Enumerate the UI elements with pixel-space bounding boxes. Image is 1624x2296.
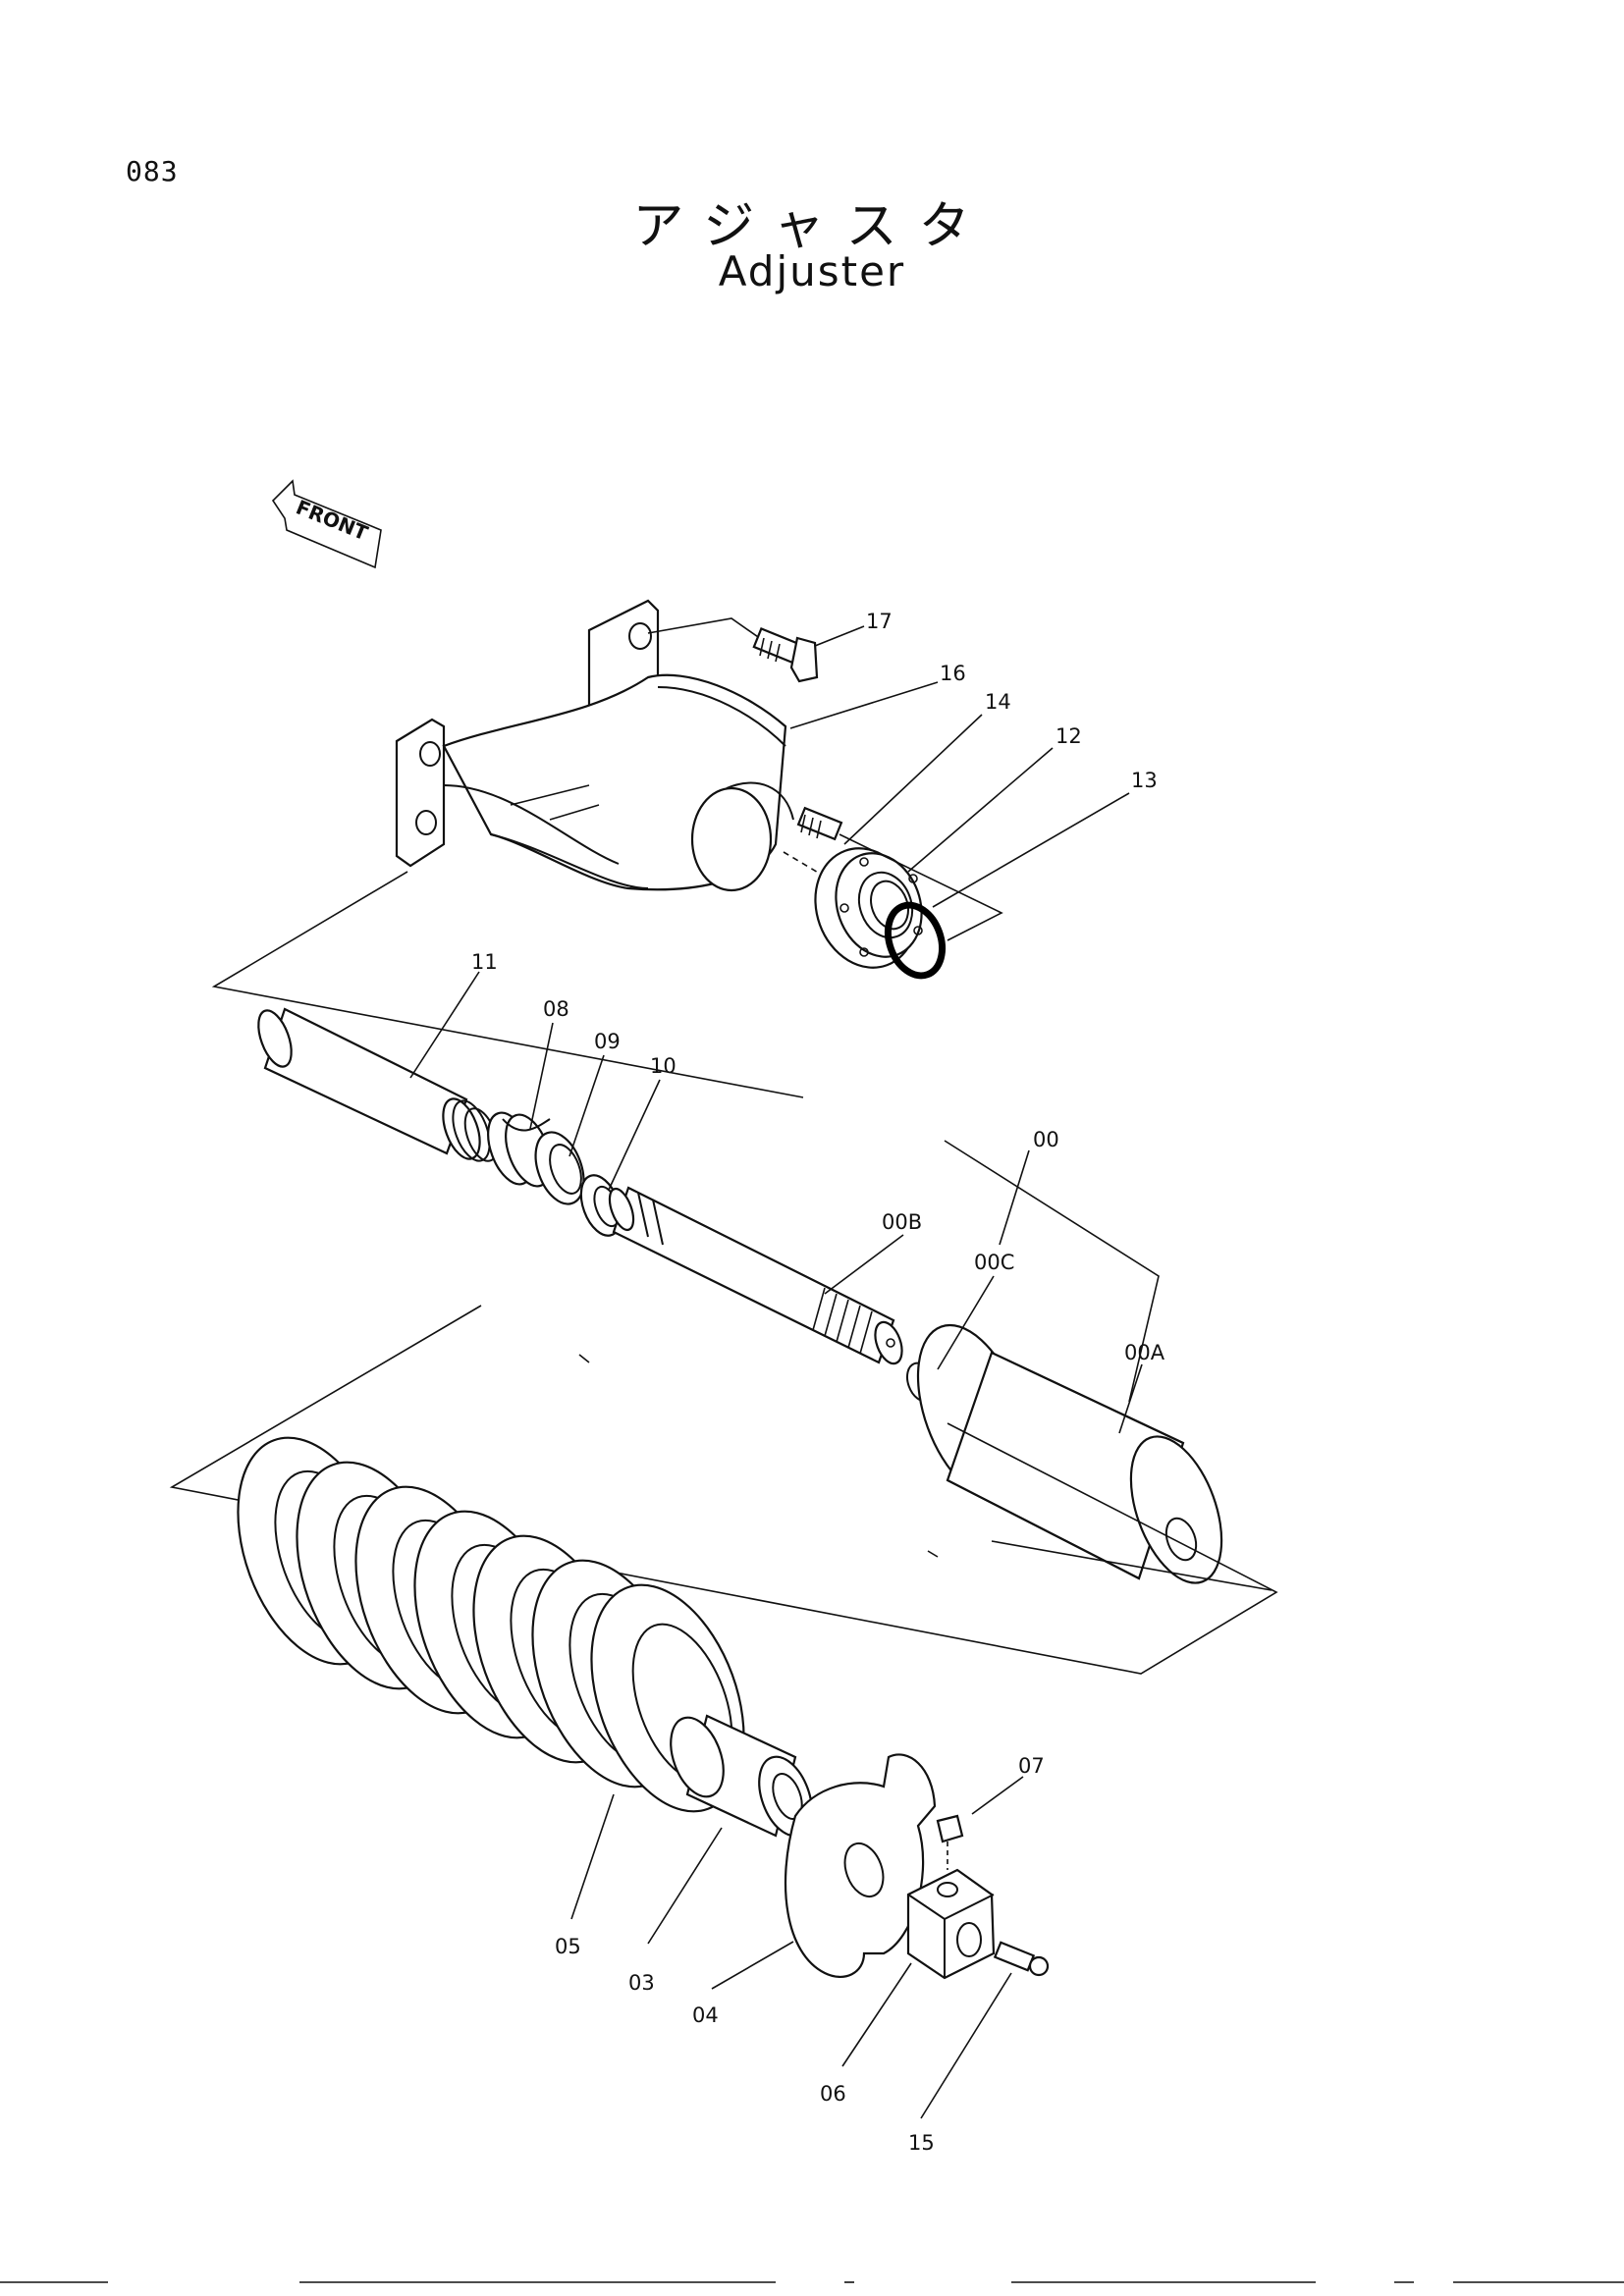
grease-fitting-part-15 <box>993 1941 1050 1977</box>
part-labels: 17 16 14 12 13 11 08 09 10 00 00B 00C 00… <box>471 610 1165 2155</box>
label-04: 04 <box>692 2003 719 2027</box>
leader-lines <box>409 625 1143 2119</box>
label-14: 14 <box>985 690 1011 714</box>
title-japanese: アジャスタ <box>632 197 992 256</box>
piston-part-00A <box>916 1323 1223 1584</box>
title-english: Adjuster <box>718 247 906 295</box>
label-00A: 00A <box>1124 1341 1165 1364</box>
label-07: 07 <box>1018 1754 1045 1778</box>
label-00: 00 <box>1033 1128 1059 1151</box>
label-05: 05 <box>555 1935 581 1958</box>
cylinder-part-11 <box>257 1007 499 1162</box>
label-00B: 00B <box>882 1210 922 1234</box>
o-ring-part-13 <box>884 901 947 980</box>
bolt-part-17 <box>647 617 819 683</box>
assembly-boundary-lower-inner <box>991 1540 1272 1591</box>
label-09: 09 <box>594 1030 621 1053</box>
valve-block-part-06 <box>906 1868 996 1980</box>
label-16: 16 <box>940 662 966 685</box>
rod-part-00B <box>608 1186 903 1365</box>
spacer-part-03 <box>670 1714 813 1838</box>
assembly-boundary-upper <box>211 833 1003 1098</box>
bracket-part-16 <box>395 599 794 892</box>
label-17: 17 <box>866 610 893 633</box>
assembly-boundary-00 <box>944 1140 1160 1403</box>
label-11: 11 <box>471 950 498 974</box>
label-00C: 00C <box>974 1251 1014 1274</box>
grease-bolt-part-14 <box>783 806 843 875</box>
plug-part-07 <box>936 1814 964 1870</box>
label-15: 15 <box>908 2131 935 2155</box>
label-12: 12 <box>1056 724 1082 748</box>
label-06: 06 <box>820 2082 846 2106</box>
label-10: 10 <box>650 1054 677 1078</box>
label-03: 03 <box>628 1971 655 1995</box>
label-13: 13 <box>1131 769 1158 792</box>
assembly-boundary-lower <box>169 1305 1278 1675</box>
page-number: 083 <box>126 155 179 187</box>
front-arrow-icon: FRONT <box>271 479 382 569</box>
label-08: 08 <box>543 997 569 1021</box>
